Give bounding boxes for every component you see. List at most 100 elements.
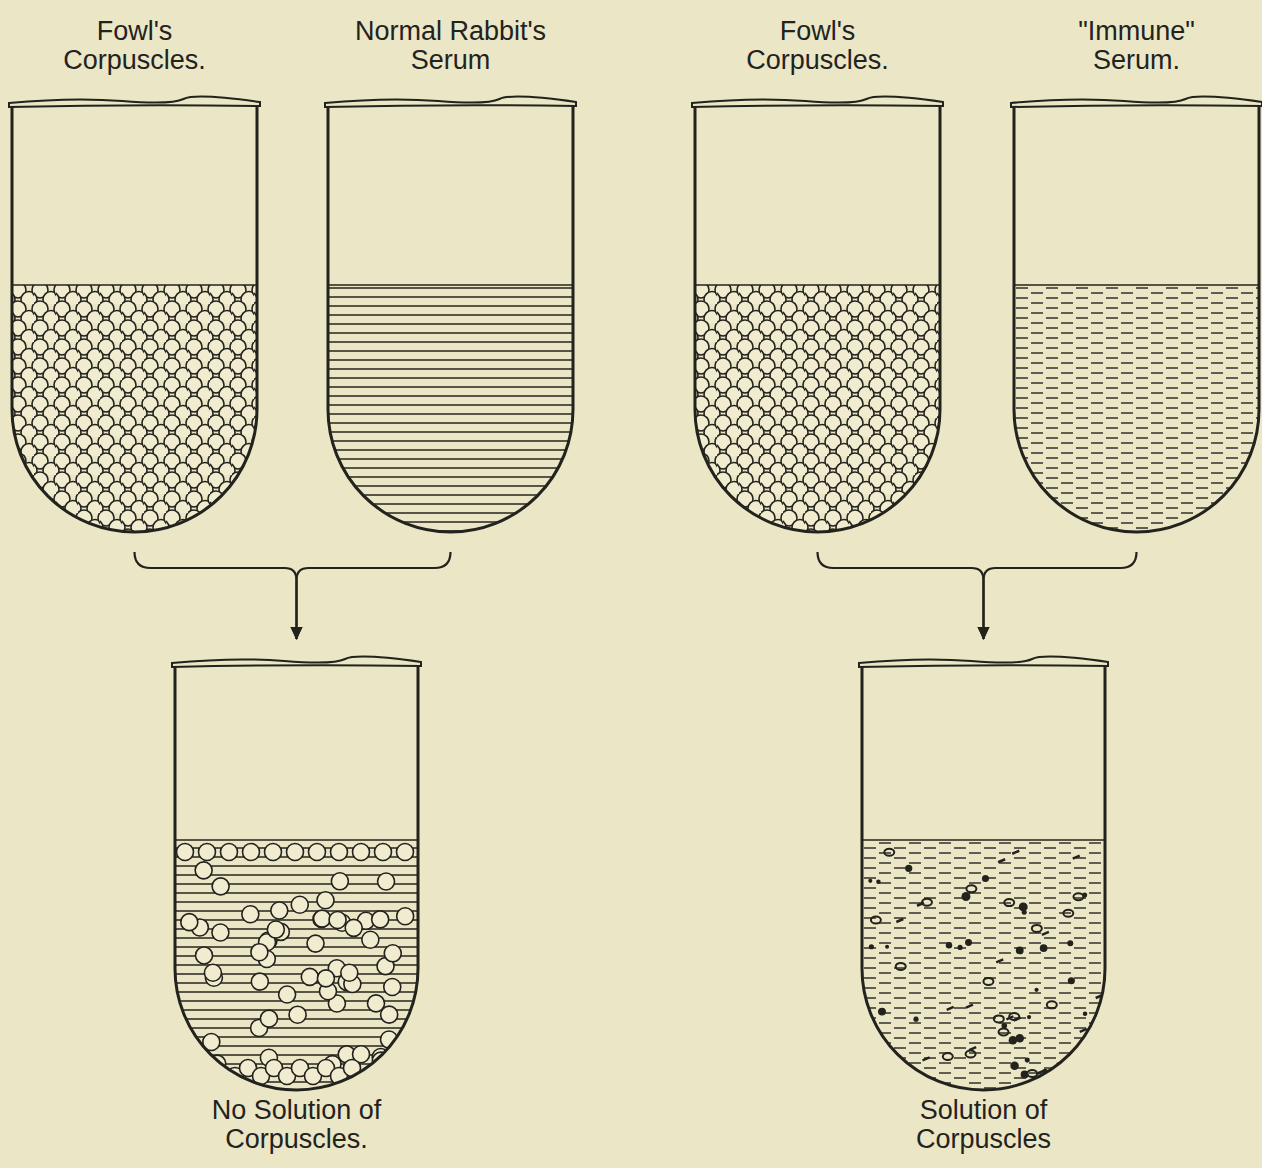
tube-lip (172, 657, 421, 667)
tube-contents (175, 840, 418, 1090)
bracket-arrow (818, 552, 984, 639)
debris (1004, 899, 1014, 906)
label-text: "Immune" Serum. (1078, 16, 1195, 75)
debris (943, 1053, 953, 1060)
debris (966, 1051, 976, 1058)
corpuscle (301, 968, 318, 985)
serum (175, 840, 418, 1090)
bracket-arrow (297, 552, 451, 639)
tube-outline (175, 663, 418, 1090)
debris (1073, 856, 1080, 859)
corpuscle (287, 844, 304, 861)
tube-lip (859, 657, 1108, 667)
debris (1082, 892, 1087, 897)
test-tube: Solution of Corpuscles (862, 655, 1105, 1090)
debris (1027, 1070, 1037, 1077)
tube-label: Solution of Corpuscles (864, 1096, 1104, 1154)
corpuscle (279, 986, 296, 1003)
corpuscle (204, 964, 221, 981)
corpuscle (345, 919, 362, 936)
corpuscle (242, 906, 259, 923)
debris (1016, 946, 1024, 954)
corpuscle (243, 844, 260, 861)
corpuscle (372, 911, 389, 928)
debris (966, 885, 976, 892)
debris (1083, 1011, 1088, 1016)
corpuscle (341, 964, 358, 981)
tube-outline (695, 103, 940, 532)
corpuscle (317, 892, 334, 909)
corpuscle (179, 1055, 196, 1072)
corpuscle (353, 844, 370, 861)
debris (1032, 925, 1042, 932)
liquid-surface (1014, 284, 1259, 286)
debris (884, 849, 894, 856)
corpuscle (291, 896, 308, 913)
tube-drawing (175, 655, 418, 1090)
debris (905, 865, 912, 872)
corpuscle (289, 1006, 306, 1023)
debris (962, 892, 971, 901)
corpuscle (260, 1010, 277, 1027)
test-tube: Fowl's Corpuscles. (12, 95, 257, 532)
immune-serum (862, 840, 1105, 1090)
debris (996, 959, 1003, 962)
debris (1042, 932, 1049, 935)
liquid-surface (175, 839, 418, 841)
corpuscle (271, 902, 288, 919)
corpuscle (221, 844, 238, 861)
label-text: No Solution of Corpuscles. (212, 1095, 382, 1154)
liquid-surface (862, 839, 1105, 841)
corpuscle (309, 844, 326, 861)
debris (965, 939, 972, 946)
corpuscle (378, 873, 395, 890)
debris (891, 1061, 898, 1068)
corpuscle (331, 873, 348, 890)
test-tube: No Solution of Corpuscles. (175, 655, 418, 1090)
corpuscle (179, 1053, 196, 1070)
corpuscle (212, 878, 229, 895)
label-text: Solution of Corpuscles (916, 1095, 1051, 1154)
corpuscle (267, 921, 284, 938)
debris (982, 875, 989, 882)
test-tube: "Immune" Serum. (1014, 95, 1259, 532)
bracket-arrow (135, 552, 297, 639)
tube-drawing (328, 95, 573, 532)
debris (983, 978, 993, 985)
debris (966, 1005, 973, 1008)
tube-drawing (695, 95, 940, 532)
test-tube: Fowl's Corpuscles. (695, 95, 940, 532)
corpuscle (265, 844, 282, 861)
tube-outline (328, 103, 573, 532)
debris (999, 1028, 1009, 1035)
liquid-surface (695, 284, 940, 286)
label-text: Fowl's Corpuscles. (746, 16, 889, 75)
corpuscle (397, 844, 414, 861)
corpuscle (362, 931, 379, 948)
debris (1012, 851, 1019, 854)
tube-lip (9, 97, 260, 107)
debris (1066, 1079, 1073, 1082)
corpuscle (384, 945, 401, 962)
debris (1063, 910, 1073, 917)
debris (1047, 1001, 1057, 1008)
debris (1067, 940, 1073, 946)
debris (1009, 1013, 1019, 1020)
debris (869, 944, 874, 949)
debris (994, 1015, 1004, 1022)
debris (1068, 977, 1075, 984)
corpuscle (375, 844, 392, 861)
debris (913, 1017, 918, 1022)
corpuscle (251, 973, 268, 990)
tube-drawing (1014, 95, 1259, 532)
tube-label: Fowl's Corpuscles. (35, 17, 235, 75)
debris (1027, 1015, 1031, 1019)
tube-label: "Immune" Serum. (1057, 17, 1217, 75)
tube-lip (692, 97, 943, 107)
debris (871, 916, 881, 923)
debris (923, 1057, 930, 1060)
corpuscle (314, 910, 331, 927)
corpuscle (195, 862, 212, 879)
corpuscle (313, 910, 330, 927)
corpuscle (196, 947, 213, 964)
